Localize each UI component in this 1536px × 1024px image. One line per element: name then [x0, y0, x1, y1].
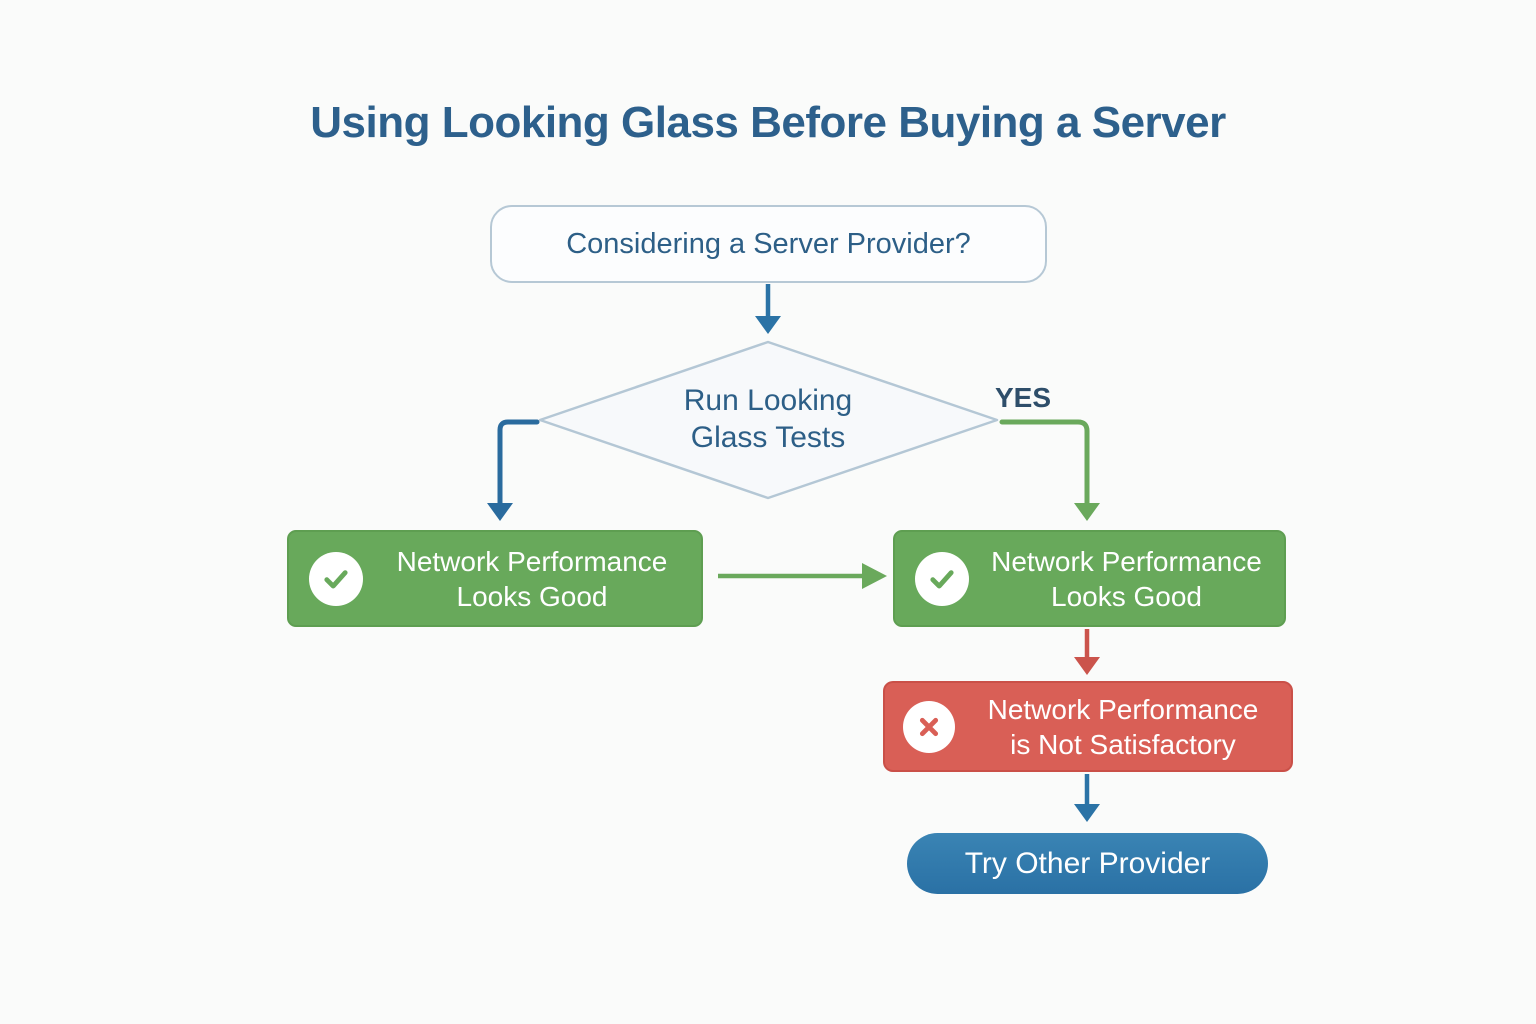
- arrow-decision-to-right-result: [999, 419, 1100, 521]
- action-node: Try Other Provider: [907, 833, 1268, 894]
- fail-text: Network Performance is Not Satisfactory: [969, 692, 1291, 762]
- diagram-title: Using Looking Glass Before Buying a Serv…: [310, 98, 1226, 147]
- fail-line1: Network Performance: [987, 693, 1259, 725]
- yes-branch-label: YES: [995, 382, 1052, 413]
- action-label: Try Other Provider: [964, 846, 1211, 880]
- arrow-right-result-to-fail: [1074, 629, 1100, 675]
- result-right-node: Network Performance Looks Good: [893, 530, 1286, 627]
- x-icon: [903, 700, 955, 753]
- arrow-left-to-right-result: [718, 563, 887, 589]
- result-right-line1: Network Performance: [991, 545, 1262, 577]
- check-icon: [309, 551, 363, 606]
- decision-node: Run Looking Glass Tests: [618, 382, 918, 456]
- result-left-line1: Network Performance: [396, 545, 668, 577]
- result-right-text: Network Performance Looks Good: [983, 544, 1284, 614]
- arrow-fail-to-action: [1074, 774, 1100, 822]
- fail-line2: is Not Satisfactory: [1010, 728, 1236, 760]
- result-left-text: Network Performance Looks Good: [377, 544, 701, 614]
- check-icon: [915, 551, 969, 606]
- arrow-decision-to-left-result: [487, 419, 540, 521]
- fail-node: Network Performance is Not Satisfactory: [883, 681, 1293, 772]
- start-node-label: Considering a Server Provider?: [566, 227, 971, 260]
- decision-label-line1: Run Looking: [683, 384, 853, 417]
- result-right-line2: Looks Good: [1051, 580, 1202, 612]
- start-node: Considering a Server Provider?: [490, 205, 1047, 283]
- result-left-line2: Looks Good: [456, 580, 608, 612]
- arrow-start-to-decision: [755, 284, 781, 334]
- result-left-node: Network Performance Looks Good: [287, 530, 703, 627]
- decision-label-line2: Glass Tests: [690, 421, 846, 454]
